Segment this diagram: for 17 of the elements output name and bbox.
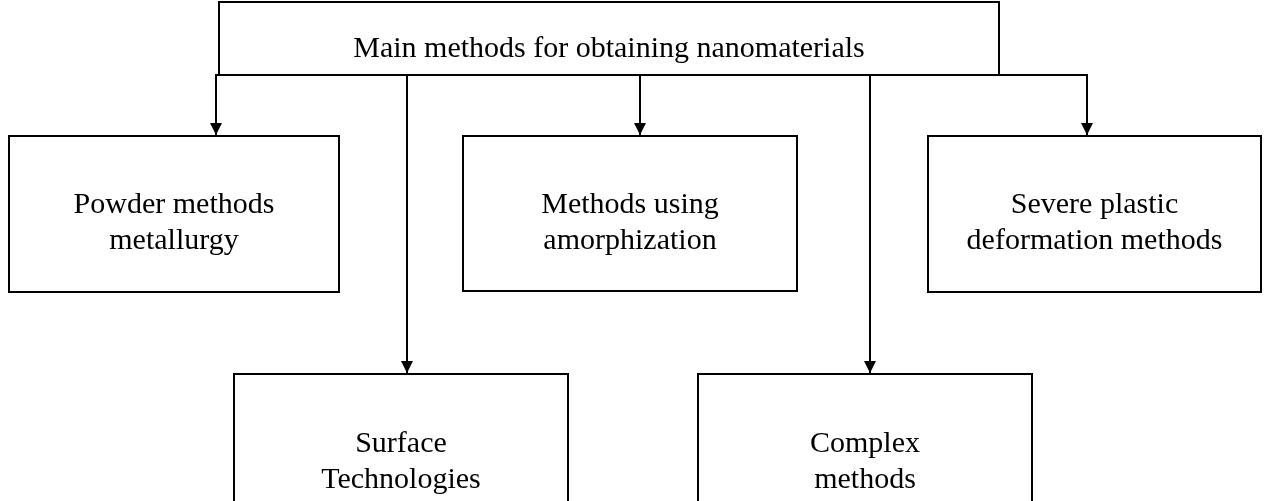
arrow: [634, 74, 646, 136]
arrow: [210, 74, 222, 136]
box-label: Methods using amorphization: [540, 184, 720, 257]
arrow: [999, 74, 1093, 136]
process-box: [218, 1, 1000, 76]
box-label: Surface Technologies: [320, 424, 482, 496]
arrow: [864, 74, 876, 374]
process-box: [462, 135, 798, 292]
process-box: [697, 373, 1033, 501]
process-box: [233, 373, 569, 501]
process-box: [927, 135, 1262, 293]
box-label: Severe plastic deformation methods: [965, 185, 1224, 257]
process-box: [8, 135, 340, 293]
box-label: Powder methods metallurgy: [72, 185, 276, 257]
box-label: Main methods for obtaining nanomaterials: [353, 28, 865, 65]
box-label: Complex methods: [809, 424, 921, 496]
arrow: [401, 74, 413, 374]
